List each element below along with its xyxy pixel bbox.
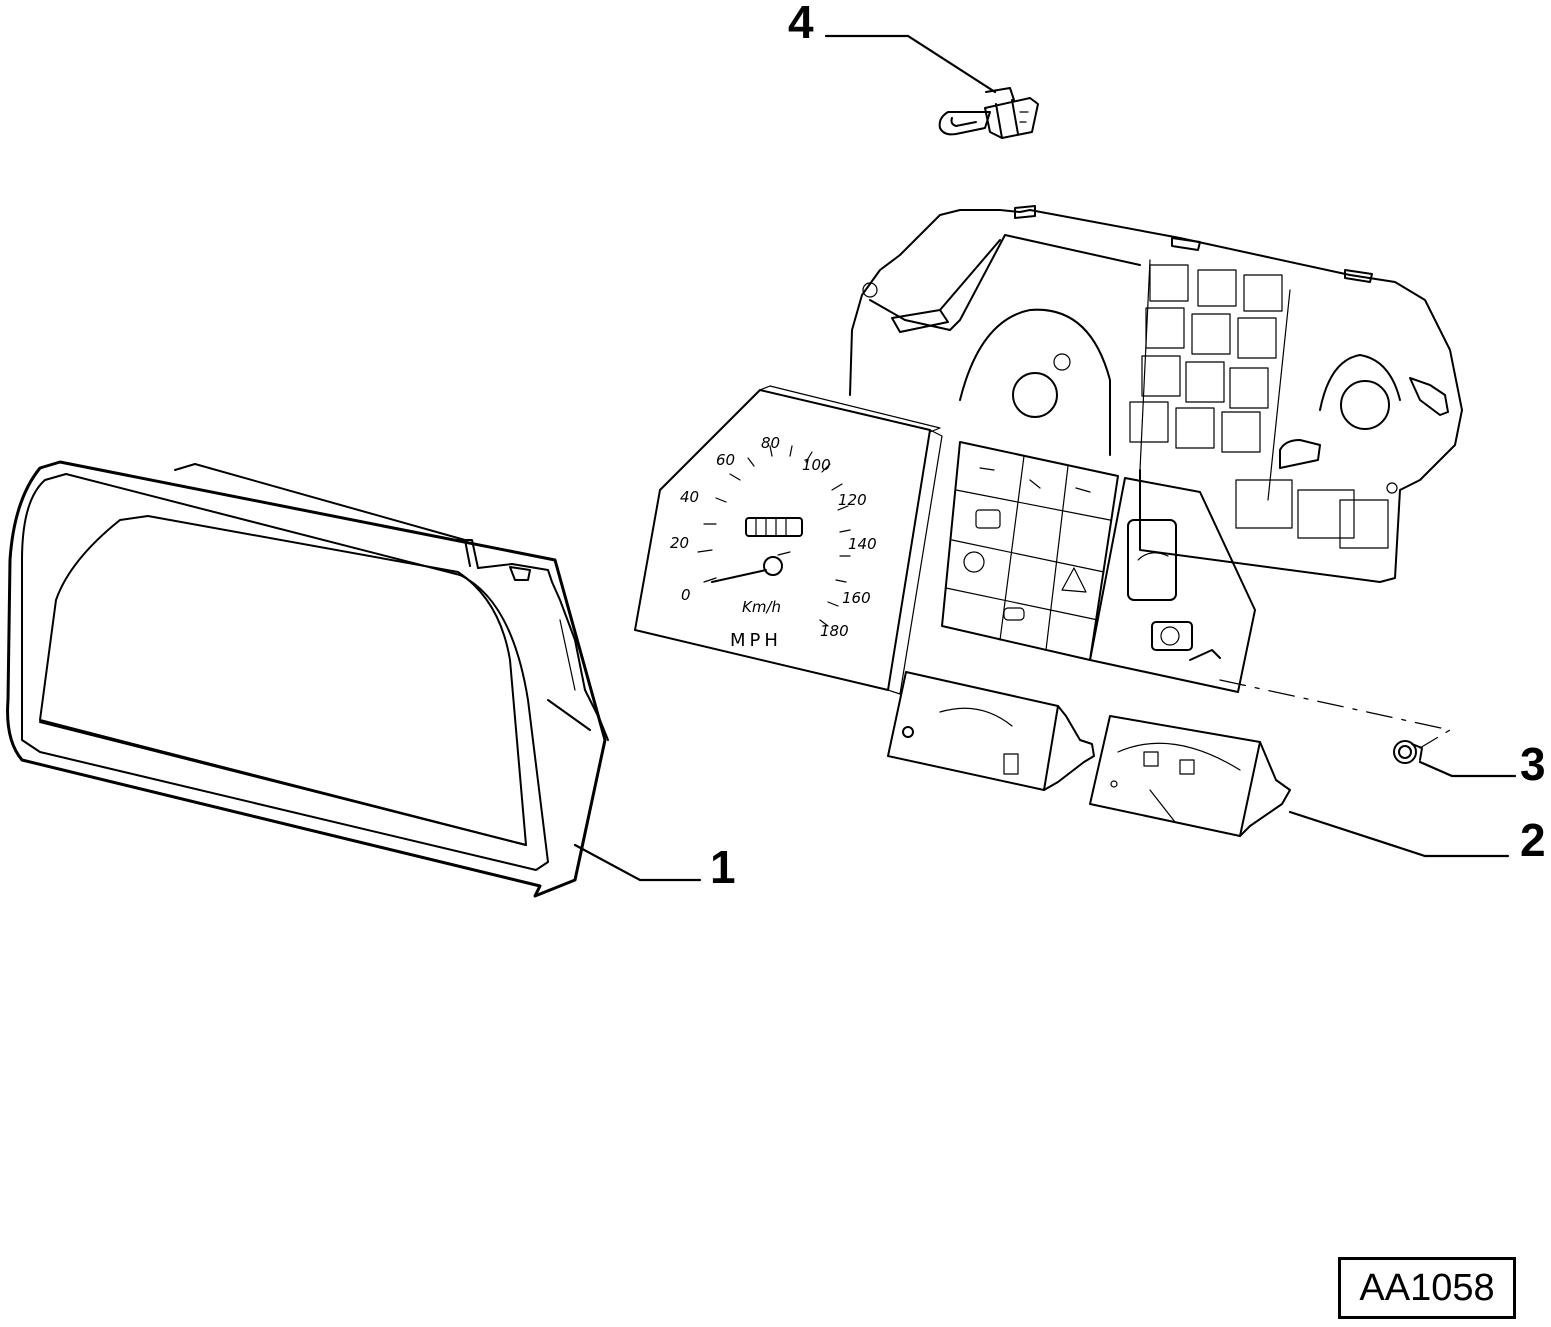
bulb-with-socket: [938, 87, 1039, 139]
speed-label-40: 40: [680, 488, 699, 506]
housing-window-grid: [1129, 264, 1389, 549]
callout-number-2: 2: [1520, 814, 1546, 866]
callout-number-3: 3: [1520, 738, 1546, 790]
callout-leader-3: [1418, 760, 1517, 778]
callout-number-4: 4: [788, 0, 814, 48]
speed-label-60: 60: [716, 451, 735, 469]
drawing-code: AA1058: [1359, 1266, 1495, 1309]
speed-label-0: 0: [681, 586, 691, 604]
speed-unit-mph: MPH: [730, 630, 782, 651]
gauge-module-left: [887, 671, 1095, 791]
speed-unit-kmh: Km/h: [742, 598, 781, 616]
speed-label-120: 120: [838, 491, 867, 509]
callout-number-1: 1: [710, 841, 736, 893]
speedometer-dial: 0 20 40 60 80 100 120 140 160 180 Km/h M…: [634, 385, 943, 695]
needle: [711, 569, 767, 583]
cluster-rear-housing: [849, 205, 1463, 583]
callout-leader-2: [1288, 810, 1510, 858]
callout-leader-1: [573, 843, 702, 882]
needle-hub: [763, 556, 783, 576]
assembly-dash-line: [1219, 679, 1451, 749]
speed-label-160: 160: [842, 589, 871, 607]
gauge-unit: [1089, 715, 1291, 837]
warning-light-panel: [941, 441, 1119, 661]
speed-label-100: 100: [802, 456, 831, 474]
callout-leader-4: [824, 34, 997, 94]
speed-label-180: 180: [820, 622, 849, 640]
bulb-holder: [1393, 740, 1423, 764]
speed-label-20: 20: [670, 534, 689, 552]
instrument-cluster-bezel: [6, 460, 609, 898]
speed-label-140: 140: [848, 535, 877, 553]
indicator-panel-right: [1089, 477, 1256, 693]
speed-label-80: 80: [761, 434, 780, 452]
odometer-window: [745, 517, 803, 537]
drawing-code-box: AA1058: [1338, 1257, 1516, 1319]
